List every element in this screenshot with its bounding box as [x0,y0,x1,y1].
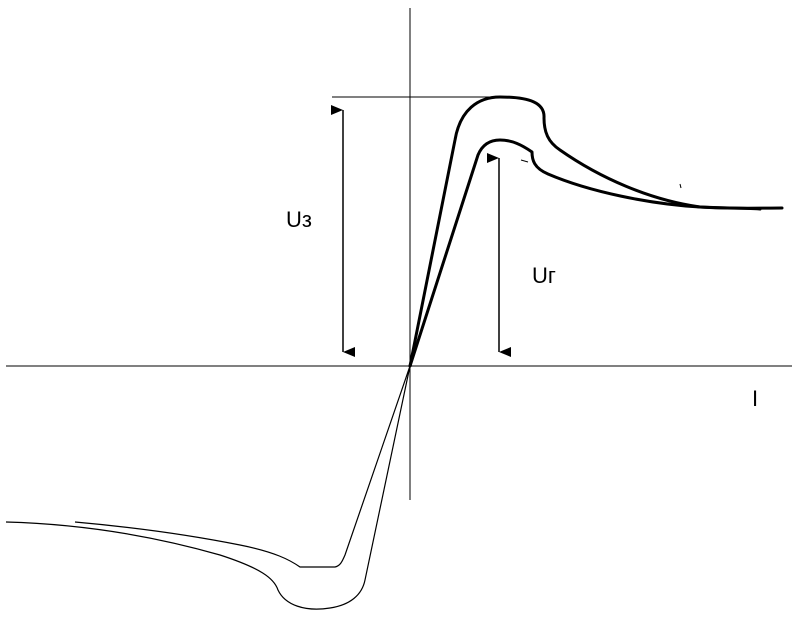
decay-tick [679,183,682,189]
negative-inner-curve [74,365,411,568]
burning-peak-tick [520,159,529,163]
burning-voltage-curve [408,138,762,368]
current-axis-label: I [752,386,758,411]
negative-outer-curve [5,365,411,610]
ignition-voltage-curve [408,95,784,368]
burning-voltage-label: Uг [532,263,556,288]
ignition-voltage-label: Uз [286,207,312,232]
